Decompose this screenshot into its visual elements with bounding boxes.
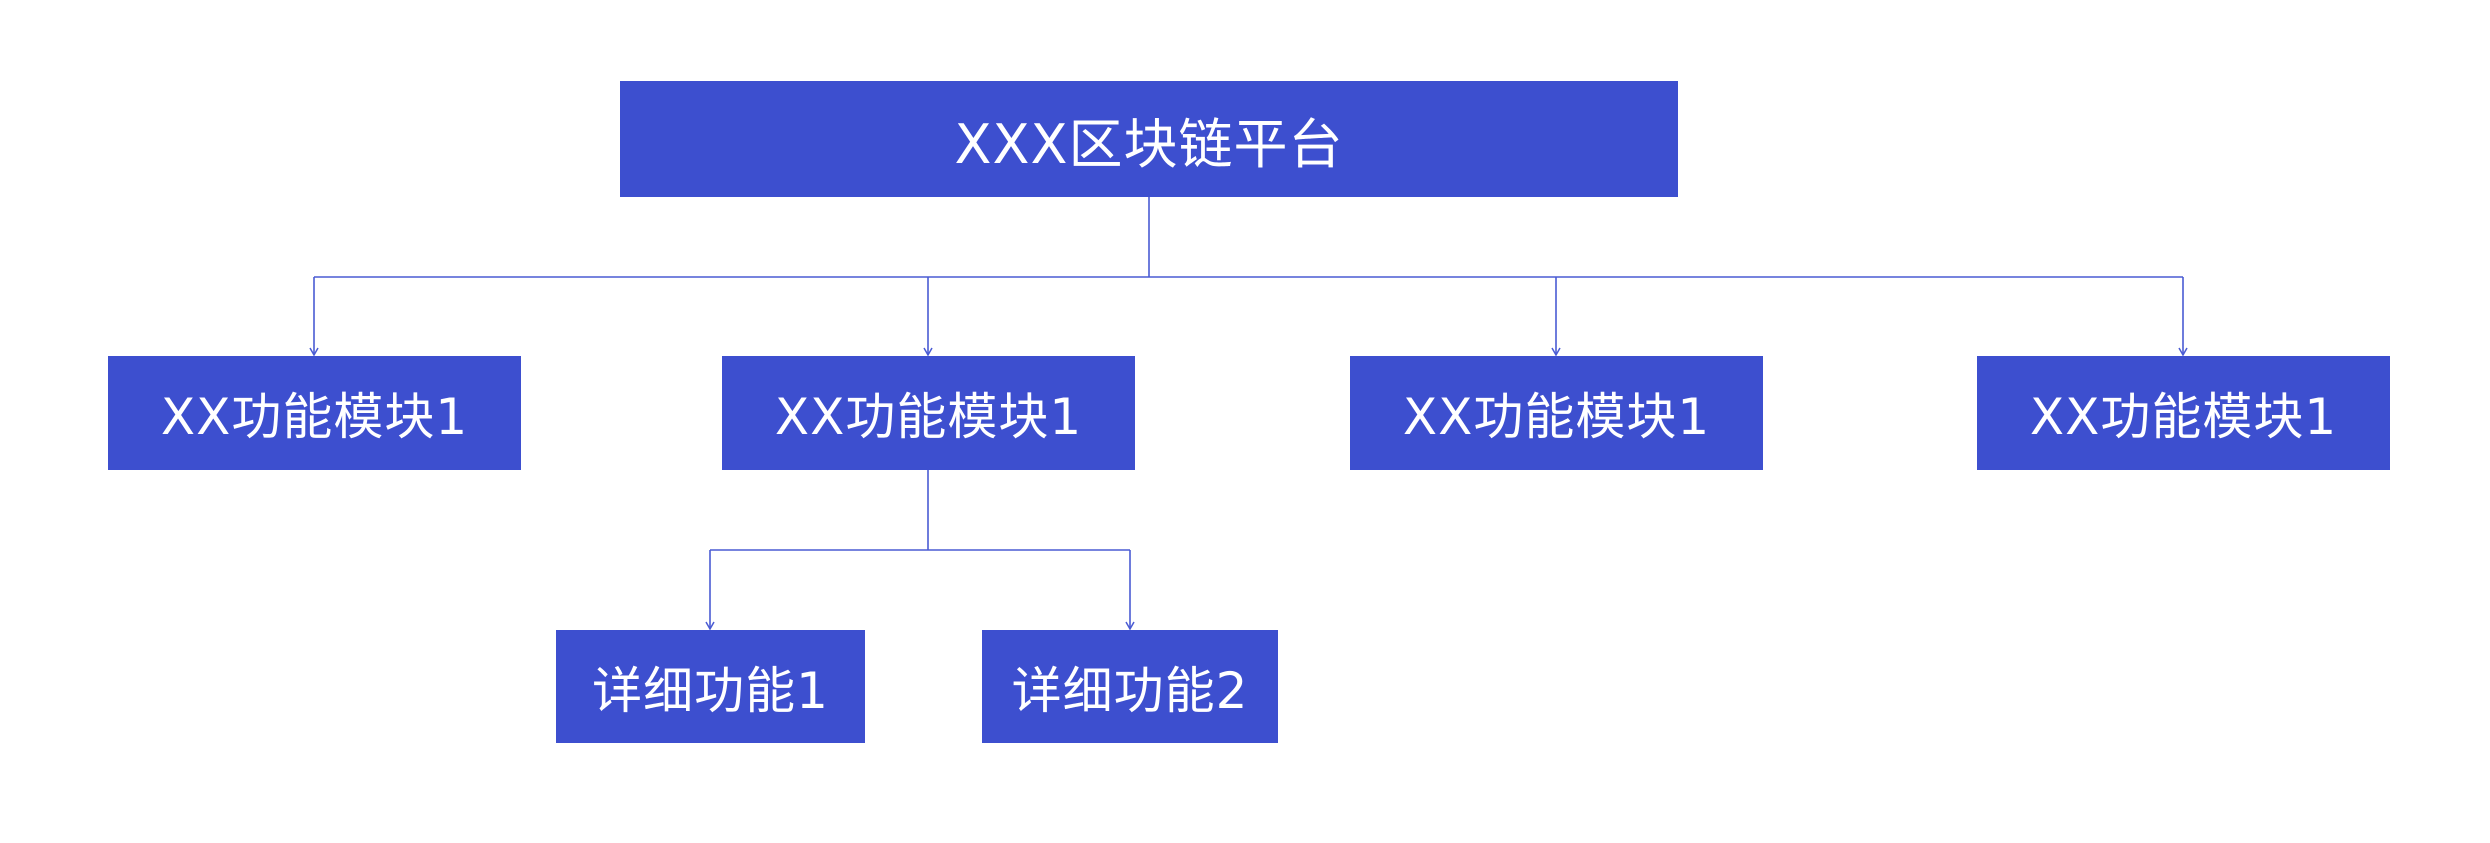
module-node-1: XX功能模块1 [108,356,521,470]
module-node-3: XX功能模块1 [1350,356,1763,470]
detail-node-label: 详细功能2 [1011,661,1249,720]
module-node-label: XX功能模块1 [2029,388,2338,446]
module-node-label: XX功能模块1 [160,388,469,446]
detail-node-1: 详细功能1 [556,630,865,743]
detail-node-2: 详细功能2 [982,630,1278,743]
module-node-label: XX功能模块1 [774,388,1083,446]
root-node-label: XXX区块链平台 [954,112,1344,176]
module-node-label: XX功能模块1 [1402,388,1711,446]
module-node-4: XX功能模块1 [1977,356,2390,470]
root-node-blockchain-platform: XXX区块链平台 [620,81,1678,197]
module-node-2: XX功能模块1 [722,356,1135,470]
detail-node-label: 详细功能1 [592,661,829,720]
